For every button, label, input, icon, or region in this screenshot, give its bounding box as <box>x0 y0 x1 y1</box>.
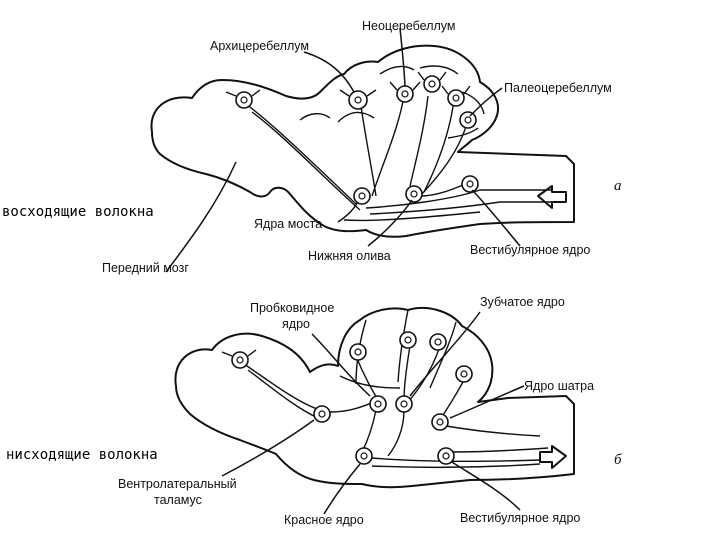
neuron-archicerebellum <box>340 90 376 109</box>
neuron-dentate <box>396 396 412 412</box>
label-red-nucleus: Красное ядро <box>284 513 364 527</box>
label-pontine-nuclei: Ядра моста <box>254 217 322 231</box>
neuron-paleocerebellum <box>460 112 476 128</box>
label-neocerebellum: Неоцеребеллум <box>362 19 456 33</box>
neuron-vestibular-b <box>438 448 454 464</box>
label-vestibular-nucleus-a: Вестибулярное ядро <box>470 243 590 257</box>
neuron-pontine-a <box>354 188 370 204</box>
label-emboliform-line2: ядро <box>282 317 310 331</box>
neuron-dentate-purkinje-3 <box>430 334 446 350</box>
neuron-thalamus <box>314 406 330 422</box>
neuron-emboliform <box>370 396 386 412</box>
neuron-dentate-purkinje-1 <box>350 344 366 360</box>
label-emboliform-line1: Пробковидное <box>250 301 334 315</box>
neuron-olive-a <box>406 186 422 202</box>
label-paleocerebellum: Палеоцеребеллум <box>504 81 612 95</box>
label-inferior-olive: Нижняя олива <box>308 249 391 263</box>
neuron-vestibular-a <box>462 176 478 192</box>
brain-outline-a <box>151 46 574 237</box>
label-forebrain: Передний мозг <box>102 261 189 275</box>
neuron-neocerebellum-2 <box>418 72 446 92</box>
label-fastigial-nucleus: Ядро шатра <box>524 379 594 393</box>
label-vestibular-nucleus-b: Вестибулярное ядро <box>460 511 580 525</box>
neuron-dentate-purkinje-2 <box>400 332 416 348</box>
panel-b: Пробковидное ядро Зубчатое ядро Ядро шат… <box>6 295 622 527</box>
neuron-fastigial-purkinje <box>456 366 472 382</box>
label-dentate-nucleus: Зубчатое ядро <box>480 295 565 309</box>
neuron-red-nucleus <box>356 448 372 464</box>
label-ventrolateral-line2: таламус <box>154 493 202 507</box>
label-archicerebellum: Архицеребеллум <box>210 39 309 53</box>
panel-letter-b: б <box>614 452 622 468</box>
panel-a: Неоцеребеллум Архицеребеллум Палеоцеребе… <box>2 19 622 275</box>
neuron-fastigial <box>432 414 448 430</box>
panel-letter-a: а <box>614 178 622 194</box>
side-label-ascending: восходящие волокна <box>2 204 154 220</box>
neuron-forebrain-b <box>222 350 256 368</box>
label-ventrolateral-line1: Вентролатеральный <box>118 477 237 491</box>
neuron-forebrain-a <box>226 90 260 108</box>
neuron-neocerebellum-3 <box>442 86 470 106</box>
side-label-descending: нисходящие волокна <box>6 447 158 463</box>
